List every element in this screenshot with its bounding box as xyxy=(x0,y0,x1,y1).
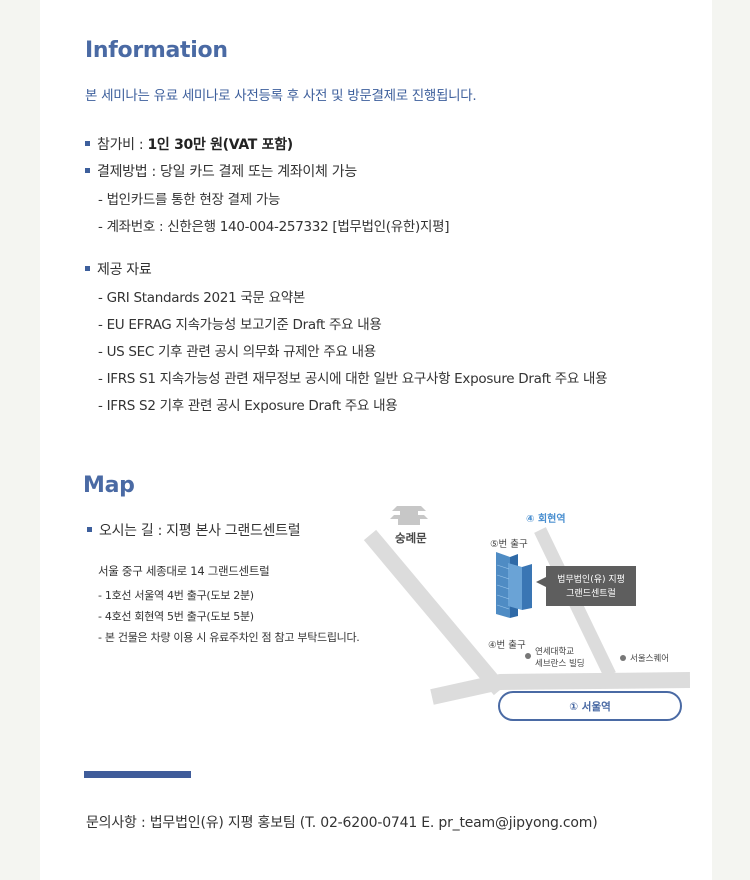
payment-sub-card: - 법인카드를 통한 현장 결제 가능 xyxy=(98,192,281,208)
location-map: 숭례문 법무법인(유) 지평 그랜드센트럴 ④ 회현역 ⑤번 출구 ④번 출구 … xyxy=(363,506,690,721)
hoehyeon-station-label: ④ 회현역 xyxy=(526,512,566,525)
information-heading: Information xyxy=(85,38,228,63)
building-icon xyxy=(496,552,532,618)
content-sheet: Information 본 세미나는 유료 세미나로 사전등록 후 사전 및 방… xyxy=(40,0,712,880)
yonsei-label-line2: 세브란스 빌딩 xyxy=(535,658,585,669)
payment-item: 결제방법 : 당일 카드 결제 또는 계좌이체 가능 xyxy=(85,161,357,181)
seoul-station-pill xyxy=(498,691,682,721)
payment-sub-account: - 계좌번호 : 신한은행 140-004-257332 [법무법인(유한)지평… xyxy=(98,219,450,235)
exit5-label: ⑤번 출구 xyxy=(490,539,528,550)
namdaemun-gate-icon xyxy=(390,506,428,525)
location-dot-icon xyxy=(525,653,531,659)
yonsei-label-line1: 연세대학교 xyxy=(535,646,574,657)
contact-info: 문의사항 : 법무법인(유) 지평 홍보팀 (T. 02-6200-0741 E… xyxy=(86,815,598,831)
exit4-label: ④번 출구 xyxy=(488,640,526,651)
route-item: - 4호선 회현역 5번 출구(도보 5분) xyxy=(98,610,254,623)
route-item: - 1호선 서울역 4번 출구(도보 2분) xyxy=(98,589,254,602)
bullet-square-icon xyxy=(85,167,90,173)
map-heading: Map xyxy=(83,473,135,498)
bullet-square-icon xyxy=(85,265,90,271)
callout-line2: 그랜드센트럴 xyxy=(566,588,616,599)
divider-bar xyxy=(84,771,191,778)
fee-item: 참가비 : 1인 30만 원(VAT 포함) xyxy=(85,134,293,154)
fee-value: 1인 30만 원(VAT 포함) xyxy=(147,137,293,153)
road-diagonal xyxy=(363,529,507,696)
materials-item: 제공 자료 xyxy=(85,259,152,279)
road-main xyxy=(430,672,690,705)
building-callout xyxy=(546,566,636,606)
seoul-square-label: 서울스퀘어 xyxy=(630,653,669,664)
material-item: - US SEC 기후 관련 공시 의무화 규제안 주요 내용 xyxy=(98,344,376,360)
address-text: 서울 중구 세종대로 14 그랜드센트럴 xyxy=(98,564,270,578)
bullet-square-icon xyxy=(87,526,92,532)
material-item: - EU EFRAG 지속가능성 보고기준 Draft 주요 내용 xyxy=(98,317,382,333)
seoul-station-label: ① 서울역 xyxy=(569,700,611,713)
directions-item: 오시는 길 : 지평 본사 그랜드센트럴 xyxy=(87,520,301,540)
callout-line1: 법무법인(유) 지평 xyxy=(557,574,625,585)
bullet-square-icon xyxy=(85,140,90,146)
intro-text: 본 세미나는 유료 세미나로 사전등록 후 사전 및 방문결제로 진행됩니다. xyxy=(85,88,477,104)
gate-label: 숭례문 xyxy=(395,531,427,545)
material-item: - IFRS S2 기후 관련 공시 Exposure Draft 주요 내용 xyxy=(98,398,398,414)
material-item: - IFRS S1 지속가능성 관련 재무정보 공시에 대한 일반 요구사항 E… xyxy=(98,371,608,387)
material-item: - GRI Standards 2021 국문 요약본 xyxy=(98,290,305,306)
route-item: - 본 건물은 차량 이용 시 유료주차인 점 참고 부탁드립니다. xyxy=(98,631,360,644)
location-dot-icon xyxy=(620,655,626,661)
